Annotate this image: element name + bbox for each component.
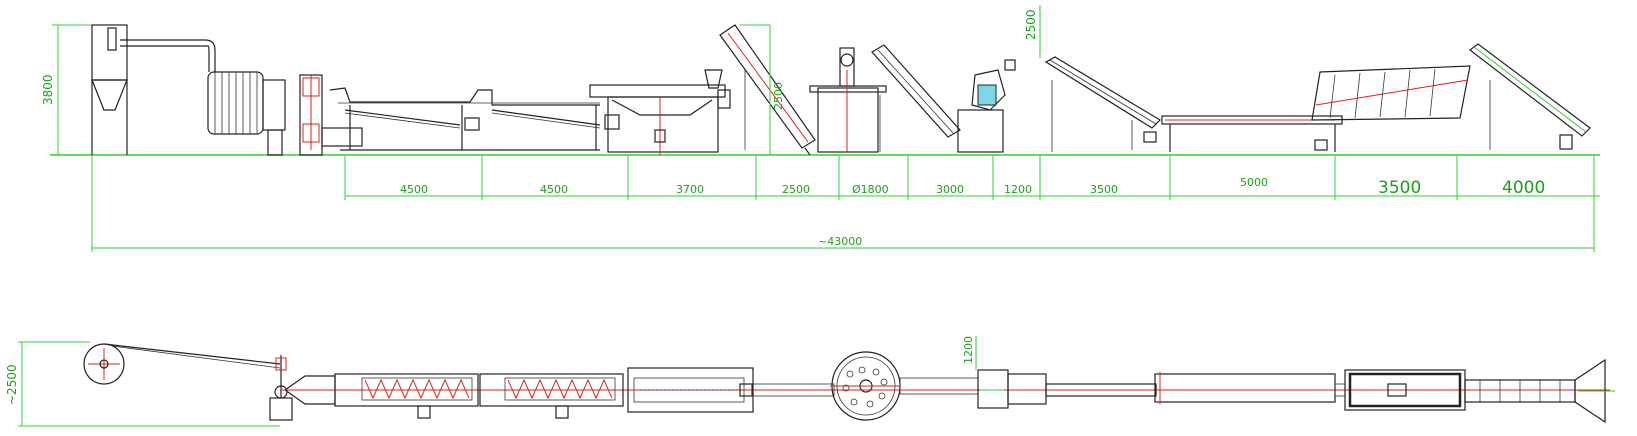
plan-view: ~2500 [5, 336, 1615, 427]
dimension-chain: 4500 4500 3700 2500 Ø1800 3000 1200 3500… [91, 155, 1600, 252]
cyclone-collector [91, 24, 286, 156]
feeder-box-plan [269, 397, 293, 421]
dim-segment-3: 3700 [676, 183, 704, 196]
dim-segment-6: 3000 [936, 183, 964, 196]
inclined-conveyor-3 [1044, 56, 1161, 152]
height-dimension-3800: 3800 [41, 24, 110, 155]
dim-total-length: ~43000 [818, 235, 862, 248]
dim-segment-8: 3500 [1090, 183, 1118, 196]
dim-plan-1200: 1200 [962, 336, 975, 364]
screw-tank-1-plan [334, 373, 479, 419]
flotation-tank [1161, 115, 1343, 152]
inclined-conveyor-2 [871, 44, 961, 152]
round-tank [809, 47, 887, 153]
inclined-conveyor-1: 2500 [719, 24, 816, 156]
dim-plan-width: ~2500 [5, 364, 19, 405]
height-dimension-2500: 2500 [1024, 5, 1041, 58]
final-conveyor-plan [1464, 358, 1615, 424]
crusher-unit [957, 59, 1016, 153]
dim-segment-4: 2500 [782, 183, 810, 196]
washing-tank-1 [329, 87, 601, 151]
dim-segment-10: 3500 [1378, 178, 1421, 198]
crusher-plan [977, 369, 1047, 409]
dim-2500-incline-label: 2500 [772, 82, 785, 110]
inclined-conveyor-4 [1469, 43, 1591, 150]
dim-segment-9: 5000 [1240, 176, 1268, 189]
dim-2500-label: 2500 [1024, 9, 1038, 40]
elevation-view: 3800 [41, 5, 1600, 252]
shredder-unit [299, 74, 363, 156]
screw-tank-2-plan [479, 373, 624, 419]
dim-segment-11: 4000 [1502, 178, 1545, 198]
plan-width-dimension: ~2500 [5, 341, 280, 427]
dim-3800-label: 3800 [41, 74, 55, 105]
conveyor-1-plan [751, 383, 835, 397]
dim-segment-5: Ø1800 [852, 183, 889, 196]
conveyor-2-plan [899, 377, 979, 395]
flotation-tank-plan [1154, 372, 1336, 404]
hot-tank-plan [627, 367, 754, 413]
hot-wash-tank [589, 69, 731, 155]
plan-dimension-1200: 1200 [962, 336, 977, 370]
dewatering-drum [1311, 65, 1471, 121]
dim-segment-7: 1200 [1004, 183, 1032, 196]
dim-segment-2: 4500 [540, 183, 568, 196]
round-tank-plan [830, 351, 901, 421]
conveyor-3-plan [1045, 383, 1157, 397]
dim-segment-1: 4500 [400, 183, 428, 196]
